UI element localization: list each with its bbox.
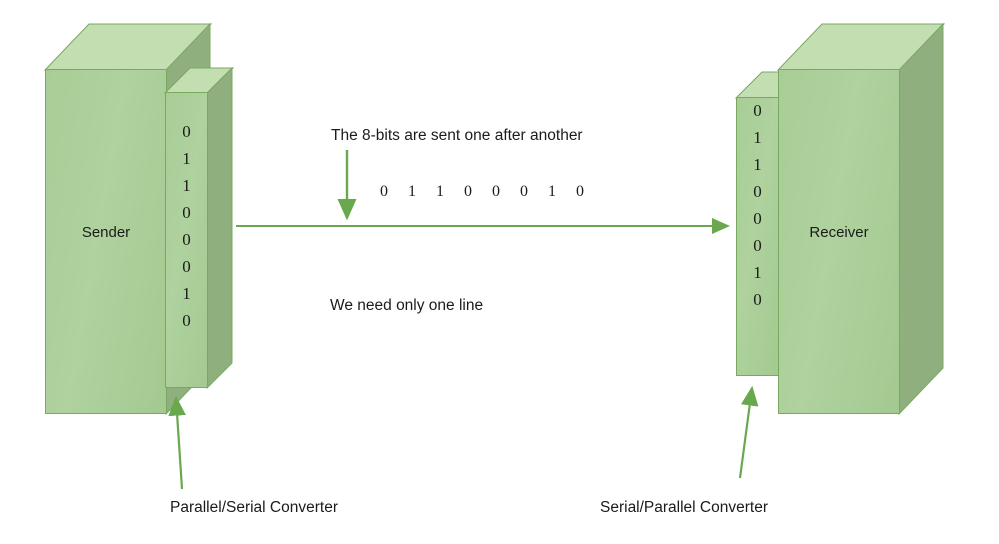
serial-bit: 1 <box>436 183 444 200</box>
receiver-main-front-face <box>778 69 900 414</box>
receiver-bit: 0 <box>753 101 762 120</box>
receiver-bit: 0 <box>753 236 762 255</box>
receiver-label: Receiver <box>809 224 869 241</box>
serial-bit: 0 <box>492 183 500 200</box>
serial-parallel-converter-arrow <box>738 385 759 479</box>
serial-parallel-converter-caption: Serial/Parallel Converter <box>600 499 768 516</box>
receiver-bit: 1 <box>753 128 762 147</box>
receiver-bit-register: 0 1 1 0 0 0 1 0 <box>736 97 779 313</box>
receiver-bit: 0 <box>753 209 762 228</box>
sender-bit: 0 <box>182 230 191 249</box>
sender-bit: 1 <box>182 284 191 303</box>
receiver-bit: 1 <box>753 263 762 282</box>
sender-bit: 0 <box>182 311 191 330</box>
serial-line-bottom-caption: We need only one line <box>330 297 484 314</box>
sender-bit-register: 0 1 1 0 0 0 1 0 <box>165 118 208 334</box>
sender-bit: 0 <box>182 122 191 141</box>
serial-bit: 1 <box>408 183 416 200</box>
sender-register-front-face <box>165 92 208 388</box>
receiver-main-side-face <box>898 22 949 416</box>
sender-label: Sender <box>81 224 131 241</box>
receiver-bit: 0 <box>753 182 762 201</box>
receiver-bit: 1 <box>753 155 762 174</box>
receiver-bit: 0 <box>753 290 762 309</box>
receiver-register-front-face <box>736 97 779 376</box>
serial-line-top-caption: The 8-bits are sent one after another <box>331 127 583 144</box>
sender-bit: 0 <box>182 203 191 222</box>
sender-bit: 1 <box>182 149 191 168</box>
serial-bit-stream: 0 1 1 0 0 0 1 0 <box>370 183 594 201</box>
sender-bit: 0 <box>182 257 191 276</box>
sender-register-side-face <box>206 66 239 393</box>
serial-bit: 1 <box>548 183 556 200</box>
serial-bit: 0 <box>520 183 528 200</box>
serial-bit: 0 <box>576 183 584 200</box>
sender-main-front-face <box>45 69 167 414</box>
sender-bit: 1 <box>182 176 191 195</box>
serial-bit: 0 <box>464 183 472 200</box>
serial-bit: 0 <box>380 183 388 200</box>
parallel-serial-converter-caption: Parallel/Serial Converter <box>170 499 338 516</box>
